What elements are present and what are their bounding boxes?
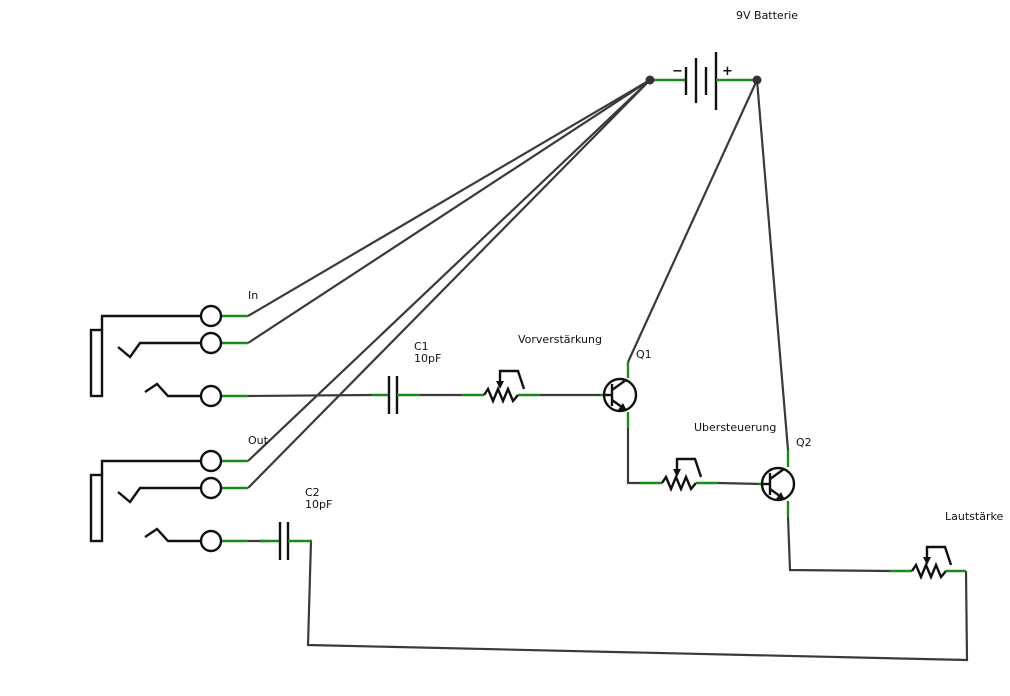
wire-in-sleeve-c1	[247, 393, 373, 398]
battery-minus-sign: −	[672, 64, 683, 79]
input-jack-ring-pin	[199, 331, 223, 355]
potentiometer-volume: Lautstärke	[890, 510, 1003, 581]
capacitor-c2: C2 10pF	[260, 486, 332, 560]
pot-drive-label: Ubersteuerung	[694, 421, 776, 434]
pot-drive-wiper-arrow	[673, 469, 681, 477]
wire-batt-minus-in-tip	[247, 79, 651, 317]
pot-gain-label: Vorverstärkung	[518, 333, 602, 346]
input-jack-ring-line	[117, 341, 200, 359]
pot-volume-resistor	[911, 561, 947, 581]
wire-batt-plus-q2	[755, 79, 790, 451]
c2-value: 10pF	[305, 498, 332, 511]
output-jack-tip-pin	[199, 449, 223, 473]
output-jack: Out	[89, 434, 269, 553]
c1-name: C1	[414, 340, 429, 353]
wire-batt-minus-in-ring	[247, 79, 651, 344]
output-jack-sleeve-body	[89, 473, 104, 543]
output-jack-sleeve-line	[144, 527, 200, 543]
pot-gain-wiper	[498, 369, 526, 390]
wire-batt-minus-out-tip	[247, 79, 651, 462]
pot-volume-wiper	[925, 545, 953, 566]
capacitor-c1: C1 10pF	[372, 340, 441, 414]
wire-batt-minus-out-ring	[247, 79, 651, 489]
pot-volume-label: Lautstärke	[945, 510, 1003, 523]
wire-pot-drive-q2	[717, 481, 763, 486]
output-jack-sleeve-pin	[199, 529, 223, 553]
transistor-q1: Q1	[600, 348, 652, 428]
input-jack-label: In	[248, 289, 258, 302]
output-jack-ring-pin	[199, 476, 223, 500]
q1-label: Q1	[636, 348, 652, 361]
pot-drive-resistor	[661, 473, 697, 493]
pot-gain-resistor	[483, 385, 519, 405]
input-jack-sleeve-body	[89, 328, 104, 398]
transistor-q2: Q2	[758, 436, 812, 517]
battery-plus-sign: +	[722, 64, 733, 79]
battery-9v: 9V Batterie − +	[645, 9, 798, 110]
input-jack-sleeve-pin	[199, 384, 223, 408]
input-jack: In	[89, 289, 258, 408]
c2-name: C2	[305, 486, 320, 499]
potentiometer-drive: Ubersteuerung	[640, 421, 776, 493]
battery-node-plus	[752, 75, 762, 85]
wire-batt-plus-q1	[626, 79, 759, 363]
input-jack-sleeve-line	[144, 382, 200, 398]
battery-label: 9V Batterie	[736, 9, 798, 22]
input-jack-tip-pin	[199, 304, 223, 328]
input-jack-tip-line	[100, 314, 200, 330]
c1-value: 10pF	[414, 352, 441, 365]
wire-q1-pot-drive	[626, 428, 640, 485]
pot-drive-wiper	[675, 457, 703, 478]
pot-volume-wiper-arrow	[923, 557, 931, 565]
pot-gain-wiper-arrow	[496, 381, 504, 389]
q2-label: Q2	[796, 436, 812, 449]
wires	[247, 79, 969, 662]
output-jack-tip-line	[100, 459, 200, 475]
output-jack-label: Out	[248, 434, 269, 447]
wire-q2-pot-volume	[786, 516, 891, 573]
q2-emitter-arrow	[776, 492, 785, 500]
q1-emitter-arrow	[618, 403, 627, 411]
battery-node-minus	[645, 75, 655, 85]
wire-pot-volume-c2	[306, 540, 969, 662]
q1-collector	[611, 379, 627, 391]
potentiometer-gain: Vorverstärkung	[462, 333, 602, 405]
output-jack-ring-line	[117, 486, 200, 504]
q2-collector	[769, 468, 785, 480]
